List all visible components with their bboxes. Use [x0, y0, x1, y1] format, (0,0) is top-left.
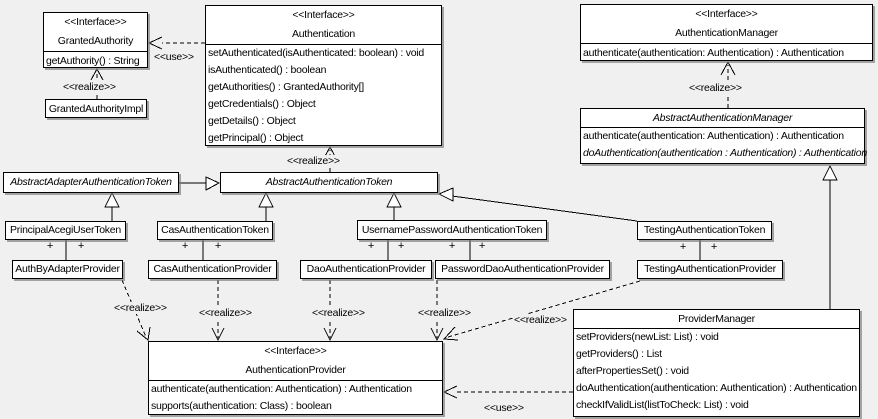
class-authentication-provider[interactable]: <<Interface>> AuthenticationProvider aut… [148, 341, 443, 415]
class-testing-authentication-token[interactable]: TestingAuthenticationToken [637, 221, 772, 240]
method-row: doAuthentication(authentication : Authen… [583, 147, 867, 159]
realize-label-auth-by-adapter: <<realize>> [113, 302, 168, 314]
class-granted-authority-impl[interactable]: GrantedAuthorityImpl [45, 99, 147, 118]
class-name: AbstractAuthenticationManager [581, 109, 864, 128]
class-authentication[interactable]: <<Interface>> Authentication setAuthenti… [205, 5, 442, 146]
class-abstract-adapter-authentication-token[interactable]: AbstractAdapterAuthenticationToken [3, 172, 179, 193]
edge-generalization-cas-token-to-abstract-token [258, 191, 274, 221]
class-name: AuthByAdapterProvider [15, 263, 120, 275]
class-cas-authentication-provider[interactable]: CasAuthenticationProvider [148, 260, 277, 279]
method-row: getDetails() : Object [208, 115, 296, 127]
class-name: PasswordDaoAuthenticationProvider [441, 263, 604, 275]
class-name: TestingAuthenticationProvider [644, 263, 776, 275]
method-row: checkIfValidList(listToCheck: List) : vo… [576, 399, 749, 411]
stereotype-label: <<Interface>> [64, 16, 127, 28]
class-username-password-authentication-token[interactable]: UsernamePasswordAuthenticationToken [357, 220, 547, 240]
class-name: AuthenticationManager [675, 27, 778, 39]
method-row: doAuthentication(authentication: Authent… [576, 382, 857, 394]
realize-label-password-dao: <<realize>> [417, 307, 472, 319]
class-name: TestingAuthenticationToken [643, 224, 766, 236]
class-name: AbstractAuthenticationToken [265, 176, 393, 188]
class-abstract-authentication-token[interactable]: AbstractAuthenticationToken [220, 172, 438, 193]
method-row: afterPropertiesSet() : void [576, 365, 689, 377]
class-provider-manager[interactable]: ProviderManager setProviders(newList: Li… [573, 309, 860, 417]
association-end-plus: + [710, 241, 718, 253]
method-row: getPrincipal() : Object [208, 132, 304, 144]
method-row: supports(authentication: Class) : boolea… [151, 400, 332, 412]
edge-generalization-adapter-token-to-abstract-token [179, 176, 221, 191]
association-end-plus: + [367, 240, 375, 252]
association-end-plus: + [181, 240, 189, 252]
class-principal-acegi-user-token[interactable]: PrincipalAcegiUserToken [5, 221, 126, 240]
class-authentication-manager[interactable]: <<Interface>> AuthenticationManager auth… [580, 4, 873, 61]
association-end-plus: + [397, 240, 405, 252]
realize-label-abstract-token: <<realize>> [286, 155, 341, 167]
method-row: setAuthenticated(isAuthenticated: boolea… [208, 47, 424, 59]
stereotype-label: <<Interface>> [695, 8, 758, 20]
class-name: GrantedAuthorityImpl [48, 103, 144, 115]
use-label-provider-manager: <<use>> [483, 402, 525, 414]
class-abstract-authentication-manager[interactable]: AbstractAuthenticationManager authentica… [580, 108, 867, 164]
method-row: authenticate(authentication: Authenticat… [583, 47, 844, 59]
class-name: DaoAuthenticationProvider [306, 263, 426, 275]
class-name: CasAuthenticationProvider [153, 263, 272, 275]
realize-label-dao-provider: <<realize>> [311, 307, 366, 319]
realize-label-testing-provider: <<realize>> [513, 314, 568, 326]
method-row: isAuthenticated() : boolean [208, 64, 327, 76]
class-name: ProviderManager [574, 310, 859, 329]
edge-use-provider-manager-to-authentication-provider [442, 385, 573, 399]
stereotype-label: <<Interface>> [292, 9, 355, 21]
class-name: CasAuthenticationToken [161, 224, 269, 236]
realize-label-granted-authority-impl: <<realize>> [62, 81, 117, 93]
association-end-plus: + [448, 240, 456, 252]
class-auth-by-adapter-provider[interactable]: AuthByAdapterProvider [12, 260, 123, 279]
use-label-granted-authority: <<use>> [153, 51, 195, 63]
association-end-plus: + [679, 241, 687, 253]
edge-generalization-testing-token-to-abstract-token [437, 187, 638, 222]
method-row: getProviders() : List [576, 348, 662, 360]
class-dao-authentication-provider[interactable]: DaoAuthenticationProvider [300, 260, 432, 279]
class-cas-authentication-token[interactable]: CasAuthenticationToken [157, 221, 273, 240]
class-name: PrincipalAcegiUserToken [10, 224, 121, 236]
class-name: UsernamePasswordAuthenticationToken [361, 224, 543, 236]
edge-generalization-provider-manager-to-abstract-manager [822, 164, 838, 309]
method-row: getCredentials() : Object [208, 98, 316, 110]
stereotype-label: <<Interface>> [264, 345, 327, 357]
edge-realize-testing-provider [442, 280, 641, 341]
realize-label-abstract-manager: <<realize>> [688, 82, 743, 94]
method-row: getAuthority() : String [46, 55, 140, 67]
association-end-plus: + [77, 240, 85, 252]
association-end-plus: + [46, 240, 54, 252]
method-row: getAuthorities() : GrantedAuthority[] [208, 81, 364, 93]
edge-use-authentication-to-granted-authority [147, 36, 205, 50]
class-name: Authentication [291, 28, 356, 40]
realize-label-cas-provider: <<realize>> [198, 307, 253, 319]
method-row: authenticate(authentication: Authenticat… [151, 383, 412, 395]
edge-generalization-principal-token-to-adapter-token [104, 191, 120, 221]
method-row: setProviders(newList: List) : void [576, 331, 719, 343]
class-testing-authentication-provider[interactable]: TestingAuthenticationProvider [637, 260, 783, 279]
edge-generalization-usernamepassword-token-to-abstract-token [386, 191, 402, 220]
association-end-plus: + [214, 240, 222, 252]
class-name: AuthenticationProvider [245, 364, 346, 376]
method-row: authenticate(authentication: Authenticat… [583, 130, 844, 142]
association-end-plus: + [478, 240, 486, 252]
class-password-dao-authentication-provider[interactable]: PasswordDaoAuthenticationProvider [435, 260, 610, 279]
class-granted-authority[interactable]: <<Interface>> GrantedAuthority getAuthor… [43, 12, 148, 68]
class-name: AbstractAdapterAuthenticationToken [10, 176, 172, 188]
class-name: GrantedAuthority [57, 35, 134, 47]
edge-realize-granted-authority-impl [90, 67, 104, 99]
